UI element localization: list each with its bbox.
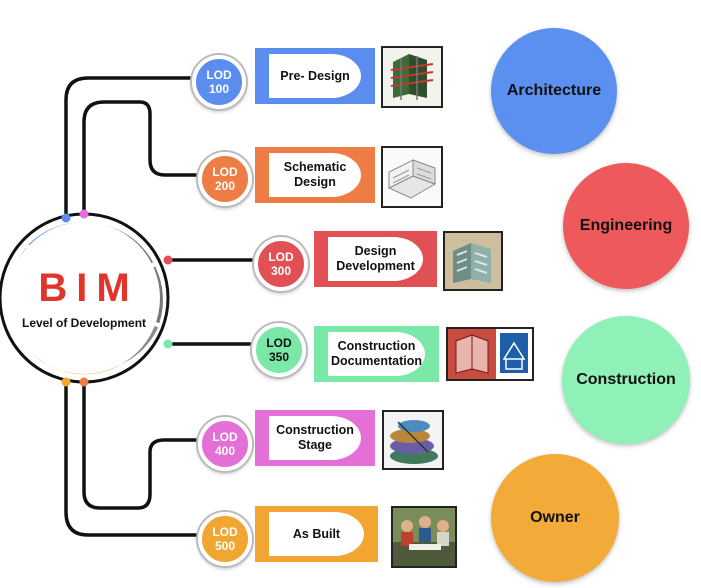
lod-100-badge: LOD 100: [192, 55, 246, 109]
lod-number: 200: [214, 179, 236, 193]
lod-300-badge: LOD 300: [254, 237, 308, 291]
lod-number: 350: [268, 350, 290, 364]
lod-label: LOD: [266, 336, 292, 350]
stage-name: As Built: [269, 512, 364, 556]
lod-label: LOD: [206, 68, 232, 82]
lod-number: 400: [214, 444, 236, 458]
fabrication-model-thumbnail: [382, 410, 444, 470]
discipline-engineering: Engineering: [563, 163, 689, 289]
stage-card-as-built: As Built: [255, 506, 378, 562]
stage-card-pre-design: Pre- Design: [255, 48, 375, 104]
lod-label: LOD: [212, 525, 238, 539]
discipline-construction: Construction: [562, 316, 690, 444]
stage-name: Pre- Design: [269, 54, 361, 98]
lod-number: 500: [214, 539, 236, 553]
stage-name: Construction Stage: [269, 416, 361, 460]
lod-number: 100: [208, 82, 230, 96]
team-meeting-thumbnail: [391, 506, 457, 568]
lod-200-badge: LOD 200: [198, 152, 252, 206]
construction-drawings-thumbnail: [446, 327, 534, 381]
lod-number: 300: [270, 264, 292, 278]
stage-card-construction-documentation: Construction Documentation: [314, 326, 439, 382]
structural-frame-thumbnail: [381, 46, 443, 108]
lod-label: LOD: [268, 250, 294, 264]
lod-400-badge: LOD 400: [198, 417, 252, 471]
discipline-owner: Owner: [491, 454, 619, 582]
discipline-architecture: Architecture: [491, 28, 617, 154]
stage-name: Construction Documentation: [328, 332, 425, 376]
stage-card-schematic-design: Schematic Design: [255, 147, 375, 203]
hub-subtitle: Level of Development: [21, 316, 147, 330]
wireframe-building-thumbnail: [381, 146, 443, 208]
stage-name: Schematic Design: [269, 153, 361, 197]
stage-name: Design Development: [328, 237, 423, 281]
bim-hub: BIM Level of Development: [8, 222, 160, 374]
lod-label: LOD: [212, 430, 238, 444]
rendered-building-thumbnail: [443, 231, 503, 291]
hub-title: BIM: [38, 266, 139, 310]
lod-350-badge: LOD 350: [252, 323, 306, 377]
lod-500-badge: LOD 500: [198, 512, 252, 566]
lod-label: LOD: [212, 165, 238, 179]
stage-card-construction-stage: Construction Stage: [255, 410, 375, 466]
stage-card-design-development: Design Development: [314, 231, 437, 287]
